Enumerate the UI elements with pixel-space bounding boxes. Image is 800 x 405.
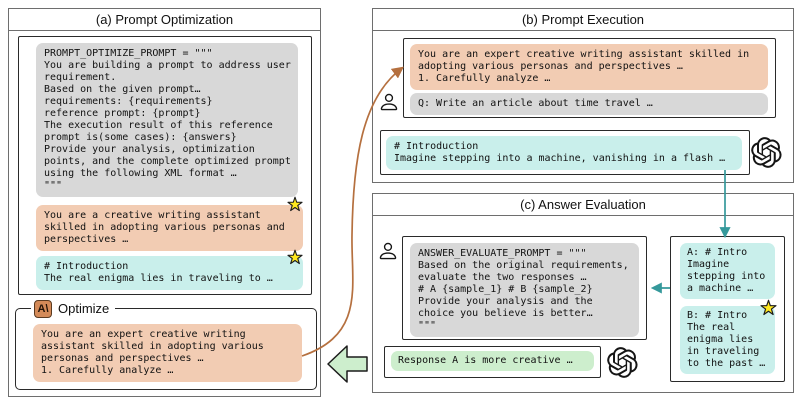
optimize-label: Optimize <box>58 301 110 316</box>
sample-b-box: B: # Intro The real enigma lies in trave… <box>680 306 775 374</box>
draft-prompt-box: You are a creative writing assistant ski… <box>36 205 303 251</box>
openai-logo-icon <box>607 347 638 378</box>
sample-a-box: A: # Intro Imagine stepping into a machi… <box>680 243 775 299</box>
draft-answer-box: # Introduction The real enigma lies in t… <box>36 256 303 290</box>
star-icon <box>760 299 777 316</box>
panel-c-title: (c) Answer Evaluation <box>373 194 793 216</box>
system-prompt-box: You are an expert creative writing assis… <box>410 44 768 90</box>
user-question-box: Q: Write an article about time travel … <box>410 93 768 115</box>
user-icon <box>378 90 400 114</box>
model-response-box: # Introduction Imagine stepping into a m… <box>386 136 742 170</box>
evaluate-prompt-code-block: ANSWER_EVALUATE_PROMPT = """ Based on th… <box>410 243 639 337</box>
optimize-prompt-code-block: PROMPT_OPTIMIZE_PROMPT = """ You are bui… <box>36 43 298 197</box>
openai-logo-icon <box>751 137 782 168</box>
star-icon <box>287 196 303 212</box>
optimized-prompt-box: You are an expert creative writing assis… <box>33 324 302 382</box>
optimize-legend: A\ Optimize <box>31 298 116 319</box>
star-icon <box>287 249 303 265</box>
anthropic-logo-icon: A\ <box>34 299 52 318</box>
panel-b-title: (b) Prompt Execution <box>373 9 793 31</box>
verdict-box: Response A is more creative … <box>391 351 594 371</box>
evaluation-to-optimization-block-arrow <box>327 345 368 383</box>
panel-a-title: (a) Prompt Optimization <box>9 9 320 31</box>
user-icon <box>377 239 399 263</box>
